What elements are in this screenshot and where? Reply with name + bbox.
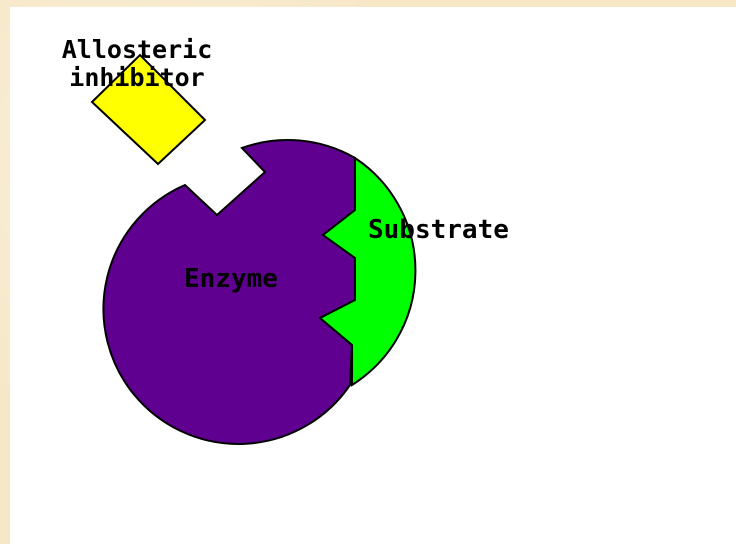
inhibitor-label-line2: inhibitor <box>69 63 204 92</box>
enzyme-label: Enzyme <box>184 264 278 294</box>
substrate-label: Substrate <box>368 215 509 245</box>
inhibitor-label-line1: Allosteric <box>62 35 213 64</box>
